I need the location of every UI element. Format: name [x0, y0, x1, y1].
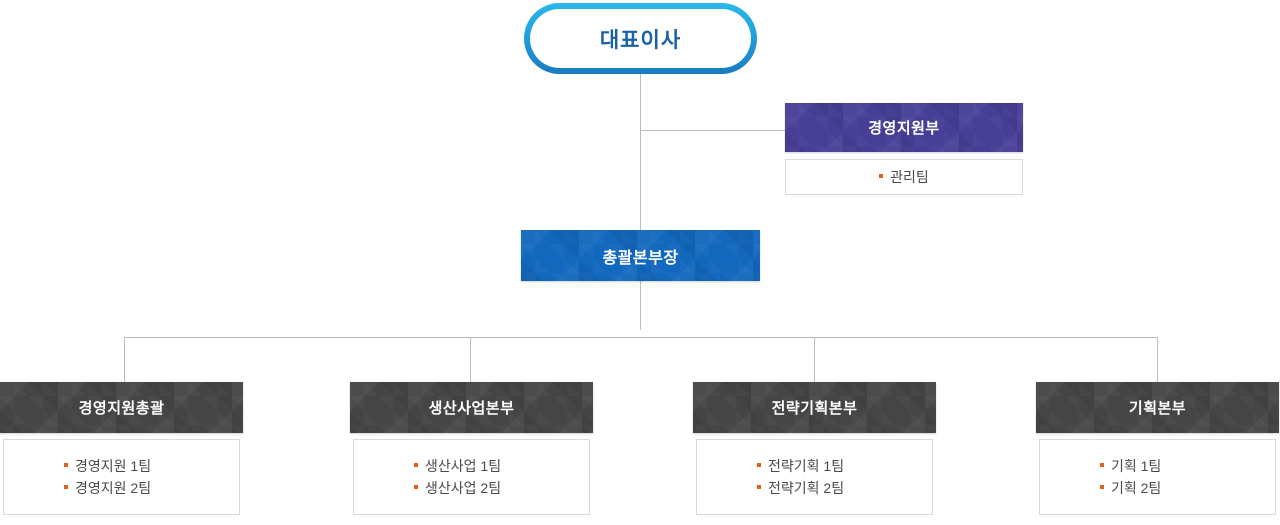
team-label: 관리팀 — [890, 169, 929, 185]
connector-staff-branch — [640, 130, 786, 131]
team-label: 경영지원 2팀 — [75, 480, 152, 496]
list-item[interactable]: 생산사업 2팀 — [414, 477, 501, 499]
team-label: 기획 2팀 — [1111, 480, 1162, 496]
division-title: 경영지원총괄 — [78, 400, 165, 417]
staff-unit-title: 경영지원부 — [868, 120, 940, 137]
division-header: 생산사업본부 — [350, 382, 593, 433]
facet-pattern-icon — [0, 382, 243, 433]
division-header: 전략기획본부 — [693, 382, 936, 433]
division-team-list: 기획 1팀 기획 2팀 — [1039, 439, 1276, 515]
bullet-square-icon — [414, 485, 418, 489]
connector-division-bar — [124, 337, 1158, 338]
division-title: 기획본부 — [1128, 400, 1187, 417]
team-label: 기획 1팀 — [1111, 458, 1162, 474]
division-title: 전략기획본부 — [771, 400, 858, 417]
team-label: 생산사업 1팀 — [425, 458, 502, 474]
node-general-manager[interactable]: 총괄본부장 — [521, 230, 760, 281]
team-label: 전략기획 1팀 — [768, 458, 845, 474]
connector-division-drop-2 — [814, 337, 815, 383]
division-team-list: 경영지원 1팀 경영지원 2팀 — [3, 439, 240, 515]
connector-ceo-trunk — [640, 74, 641, 330]
bullet-square-icon — [757, 463, 761, 467]
facet-pattern-icon — [1036, 382, 1279, 433]
bullet-square-icon — [879, 174, 884, 178]
bullet-square-icon — [1100, 485, 1104, 489]
node-division-2[interactable]: 전략기획본부 전략기획 1팀 전략기획 2팀 — [693, 382, 936, 515]
division-header: 기획본부 — [1036, 382, 1279, 433]
division-team-list: 생산사업 1팀 생산사업 2팀 — [353, 439, 590, 515]
list-item[interactable]: 생산사업 1팀 — [414, 455, 501, 477]
list-item[interactable]: 경영지원 1팀 — [64, 455, 151, 477]
bullet-square-icon — [414, 463, 418, 467]
facet-pattern-icon — [350, 382, 593, 433]
bullet-square-icon — [64, 485, 68, 489]
general-manager-header: 총괄본부장 — [521, 230, 760, 281]
division-header: 경영지원총괄 — [0, 382, 243, 433]
connector-division-drop-0 — [124, 337, 125, 383]
list-item[interactable]: 기획 2팀 — [1100, 477, 1161, 499]
list-item[interactable]: 경영지원 2팀 — [64, 477, 151, 499]
facet-pattern-icon — [521, 230, 760, 281]
staff-unit-team-list: 관리팀 — [785, 159, 1023, 195]
node-division-0[interactable]: 경영지원총괄 경영지원 1팀 경영지원 2팀 — [0, 382, 243, 515]
bullet-square-icon — [64, 463, 68, 467]
facet-pattern-icon — [693, 382, 936, 433]
general-manager-title: 총괄본부장 — [602, 249, 679, 267]
node-staff-unit[interactable]: 경영지원부 관리팀 — [785, 103, 1023, 195]
node-division-3[interactable]: 기획본부 기획 1팀 기획 2팀 — [1036, 382, 1279, 515]
ceo-label: 대표이사 — [599, 28, 682, 52]
bullet-square-icon — [1100, 463, 1104, 467]
facet-pattern-icon — [785, 103, 1023, 152]
list-item[interactable]: 기획 1팀 — [1100, 455, 1161, 477]
connector-division-drop-3 — [1157, 337, 1158, 383]
connector-division-drop-1 — [470, 337, 471, 383]
list-item[interactable]: 전략기획 2팀 — [757, 477, 844, 499]
division-team-list: 전략기획 1팀 전략기획 2팀 — [696, 439, 933, 515]
node-division-1[interactable]: 생산사업본부 생산사업 1팀 생산사업 2팀 — [350, 382, 593, 515]
bullet-square-icon — [757, 485, 761, 489]
team-label: 생산사업 2팀 — [425, 480, 502, 496]
staff-unit-header: 경영지원부 — [785, 103, 1023, 152]
list-item[interactable]: 전략기획 1팀 — [757, 455, 844, 477]
team-label: 전략기획 2팀 — [768, 480, 845, 496]
list-item[interactable]: 관리팀 — [879, 166, 929, 188]
node-ceo[interactable]: 대표이사 — [524, 3, 757, 74]
team-label: 경영지원 1팀 — [75, 458, 152, 474]
division-title: 생산사업본부 — [428, 400, 515, 417]
